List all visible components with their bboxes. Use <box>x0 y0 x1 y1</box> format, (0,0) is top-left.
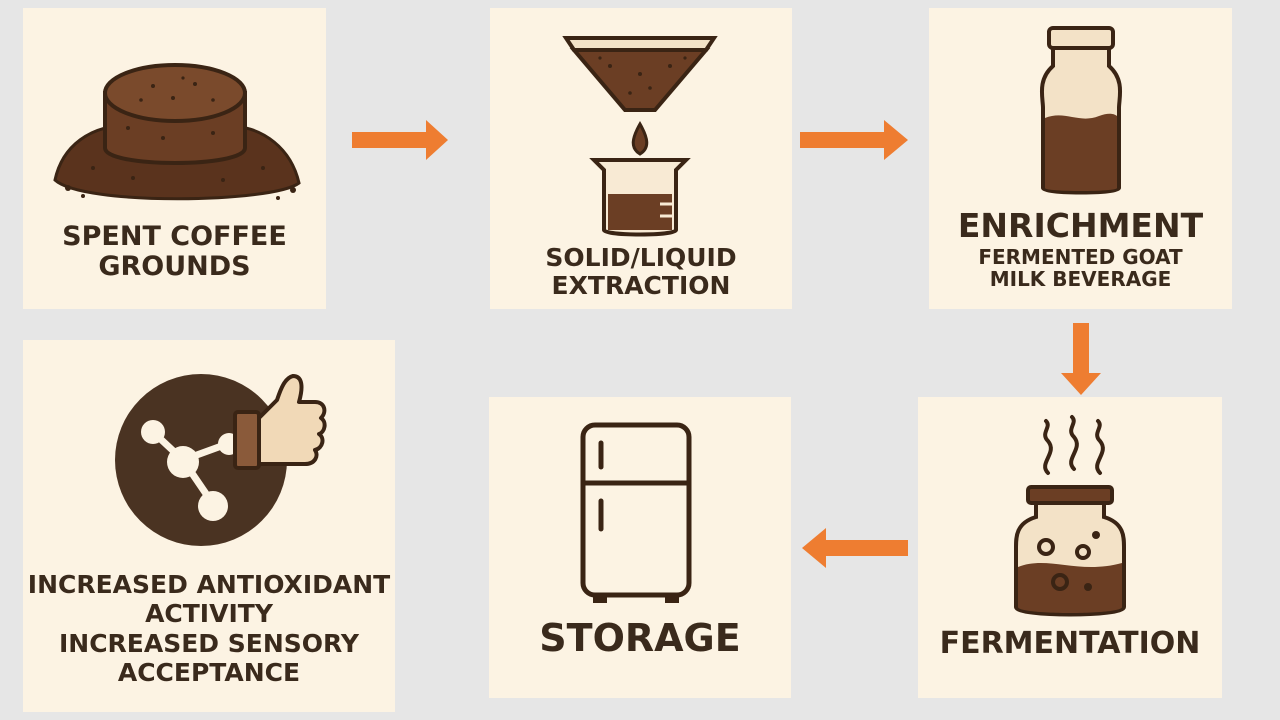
enrichment-subtitle-line1: FERMENTED GOAT <box>978 245 1183 269</box>
outcome-line3: INCREASED SENSORY <box>58 628 360 658</box>
spent-coffee-label-line1: SPENT COFFEE <box>62 221 287 252</box>
arrow-down <box>1061 323 1101 395</box>
refrigerator-icon <box>580 422 692 603</box>
step-solid-liquid-extraction: SOLID/LIQUID EXTRACTION <box>490 8 792 309</box>
outcome-line2: ACTIVITY <box>145 599 273 629</box>
step-outcome: INCREASED ANTIOXIDANT ACTIVITY INCREASED… <box>23 340 395 712</box>
antioxidant-thumbs-up-icon <box>115 374 327 546</box>
step-enrichment: ENRICHMENT FERMENTED GOAT MILK BEVERAGE <box>929 8 1232 309</box>
extraction-label: SOLID/LIQUID EXTRACTION <box>490 244 792 300</box>
outcome-line4: ACCEPTANCE <box>117 657 301 687</box>
step-spent-coffee-grounds: SPENT COFFEE GROUNDS <box>23 8 326 309</box>
arrow-right-1 <box>352 120 448 160</box>
step-storage: STORAGE <box>489 397 791 698</box>
arrow-left <box>802 528 908 568</box>
extraction-label-line2: EXTRACTION <box>551 271 731 300</box>
enrichment-subtitle-line2: MILK BEVERAGE <box>989 267 1172 292</box>
filter-beaker-icon <box>562 36 718 237</box>
spent-coffee-label-line2: GROUNDS <box>98 251 251 283</box>
outcome-line1: INCREASED ANTIOXIDANT <box>27 570 391 599</box>
coffee-puck-icon <box>53 63 301 201</box>
storage-label: STORAGE <box>539 616 741 660</box>
enrichment-title: ENRICHMENT <box>957 206 1204 245</box>
spent-coffee-label: SPENT COFFEE GROUNDS <box>23 221 326 283</box>
fermentation-label: FERMENTATION <box>939 626 1201 661</box>
fermenting-jar-icon <box>1014 415 1126 617</box>
enrichment-subtitle: FERMENTED GOAT MILK BEVERAGE <box>929 246 1232 291</box>
extraction-label-line1: SOLID/LIQUID <box>545 243 737 272</box>
arrow-right-2 <box>800 120 908 160</box>
milk-bottle-icon <box>1039 26 1123 195</box>
outcome-label: INCREASED ANTIOXIDANT ACTIVITY INCREASED… <box>23 570 395 687</box>
step-fermentation: FERMENTATION <box>918 397 1222 698</box>
